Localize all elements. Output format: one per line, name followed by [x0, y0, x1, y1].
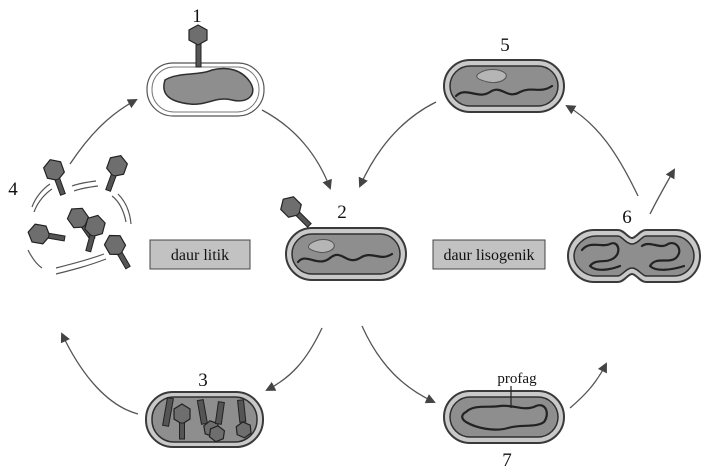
step-6-number: 6: [622, 207, 632, 228]
cell-step-1: [147, 25, 264, 116]
step-3-number: 3: [198, 370, 208, 391]
arrow-6-out: [650, 170, 674, 214]
cell-step-4-lysis: [27, 153, 136, 274]
lysogenic-cycle-text: daur lisogenik: [443, 247, 534, 264]
cell-step-5: [444, 60, 564, 112]
lytic-cycle-text: daur litik: [171, 247, 229, 264]
lysogenic-cycle-label: daur lisogenik: [433, 240, 545, 269]
step-4-number: 4: [8, 179, 18, 200]
arrow-4-to-1: [70, 100, 136, 164]
lytic-cycle-label: daur litik: [150, 240, 250, 269]
prophage-label: profag: [497, 371, 537, 387]
arrow-6-to-5: [567, 106, 638, 196]
step-1-number: 1: [192, 6, 202, 27]
arrow-2-to-7: [362, 326, 434, 402]
step-7-number: 7: [502, 450, 512, 468]
arrow-2-to-3: [267, 328, 322, 390]
arrow-5-to-2: [360, 102, 436, 186]
cell-step-3: [146, 392, 263, 447]
arrow-3-to-4: [62, 334, 138, 414]
cell-step-6: [568, 230, 700, 282]
arrow-1-to-2: [262, 110, 330, 188]
cell-step-7: [444, 386, 564, 443]
arrow-7-to-6: [570, 364, 606, 408]
step-2-number: 2: [337, 202, 347, 223]
step-5-number: 5: [500, 35, 510, 56]
